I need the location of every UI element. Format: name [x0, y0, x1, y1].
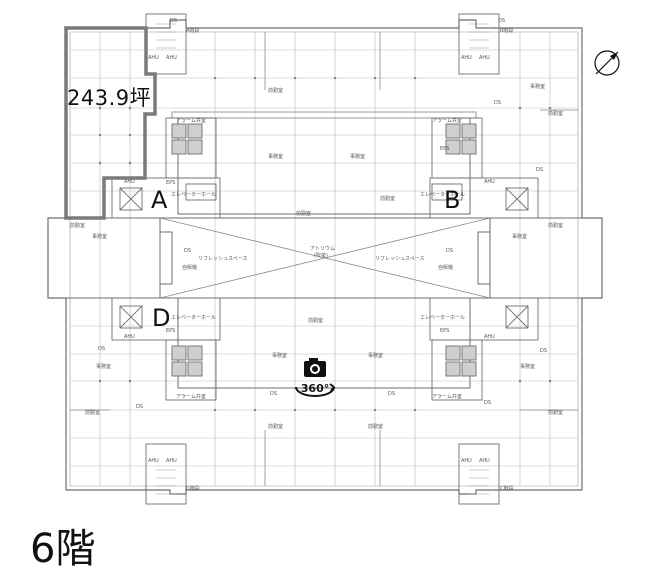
svg-text:AHU: AHU — [124, 179, 135, 185]
svg-text:前勤室: 前勤室 — [268, 87, 283, 94]
core-a — [111, 117, 221, 219]
svg-text:C階段: C階段 — [500, 485, 514, 492]
svg-text:前勤室: 前勤室 — [308, 317, 323, 324]
svg-text:前勤室: 前勤室 — [548, 222, 563, 229]
core-label-b: B — [444, 186, 461, 214]
svg-text:事務室: 事務室 — [530, 83, 545, 90]
svg-text:AHU: AHU — [166, 55, 177, 61]
svg-text:前勤室: 前勤室 — [296, 210, 311, 217]
room-annotations: 前勤室 事務室 事務室 前勤室 前勤室 アトリウム (吹抜) リフレッシュスペー… — [70, 18, 563, 492]
svg-text:自販機: 自販機 — [182, 264, 197, 271]
svg-text:アラーム弁室: アラーム弁室 — [176, 117, 206, 124]
svg-text:事務室: 事務室 — [92, 233, 107, 240]
column-markers — [98, 76, 552, 412]
svg-text:AHU: AHU — [461, 55, 472, 61]
camera-360-icon[interactable]: 360° — [290, 355, 340, 405]
floor-label: 6階 — [30, 526, 96, 572]
interior-walls — [70, 32, 578, 486]
svg-text:前勤室: 前勤室 — [85, 409, 100, 416]
svg-text:前勤室: 前勤室 — [548, 110, 563, 117]
svg-text:AHU: AHU — [479, 55, 490, 61]
svg-text:A階段: A階段 — [186, 27, 199, 34]
svg-text:アラーム弁室: アラーム弁室 — [432, 393, 462, 400]
camera-360-label: 360° — [301, 382, 329, 395]
svg-text:事務室: 事務室 — [520, 363, 535, 370]
svg-text:事務室: 事務室 — [268, 153, 283, 160]
svg-text:AHU: AHU — [166, 458, 177, 464]
leased-area-size: 243.9坪 — [67, 86, 152, 110]
north-compass-icon — [590, 46, 624, 80]
svg-text:リフレッシュスペース: リフレッシュスペース — [375, 256, 424, 262]
svg-text:エレベーターホール: エレベーターホール — [171, 191, 216, 198]
svg-text:DS: DS — [270, 391, 277, 397]
svg-text:AHU: AHU — [479, 458, 490, 464]
svg-text:B階段: B階段 — [500, 27, 513, 34]
svg-text:AHU: AHU — [124, 334, 135, 340]
atrium-void — [159, 111, 491, 389]
svg-text:AHU: AHU — [148, 55, 159, 61]
svg-text:DS: DS — [498, 18, 505, 24]
svg-text:AHU: AHU — [484, 334, 495, 340]
svg-text:事務室: 事務室 — [350, 153, 365, 160]
svg-text:事務室: 事務室 — [512, 233, 527, 240]
svg-text:前勤室: 前勤室 — [70, 222, 85, 229]
svg-text:D階段: D階段 — [186, 485, 200, 492]
svg-text:EPS: EPS — [166, 180, 175, 186]
svg-text:エレベーターホール: エレベーターホール — [420, 314, 465, 321]
svg-text:自販機: 自販機 — [438, 264, 453, 271]
svg-text:前勤室: 前勤室 — [548, 409, 563, 416]
svg-text:DS: DS — [536, 167, 543, 173]
svg-text:DS: DS — [136, 404, 143, 410]
svg-text:前勤室: 前勤室 — [368, 423, 383, 430]
svg-text:EPS: EPS — [166, 328, 175, 334]
svg-text:事務室: 事務室 — [272, 352, 287, 359]
svg-text:AHU: AHU — [461, 458, 472, 464]
svg-text:事務室: 事務室 — [96, 363, 111, 370]
svg-text:アラーム弁室: アラーム弁室 — [432, 117, 462, 124]
core-label-d: D — [152, 304, 171, 332]
svg-text:DS: DS — [388, 391, 395, 397]
core-c — [429, 297, 539, 401]
svg-text:EPS: EPS — [440, 146, 449, 152]
svg-text:アラーム弁室: アラーム弁室 — [176, 393, 206, 400]
svg-text:エレベーターホール: エレベーターホール — [171, 314, 216, 321]
leased-area-outline — [64, 26, 157, 220]
svg-text:EPS: EPS — [440, 328, 449, 334]
svg-text:前勤室: 前勤室 — [380, 195, 395, 202]
svg-text:事務室: 事務室 — [368, 352, 383, 359]
svg-text:前勤室: 前勤室 — [268, 423, 283, 430]
core-b — [429, 117, 539, 219]
svg-text:DS: DS — [98, 346, 105, 352]
building-outline — [47, 19, 603, 495]
svg-text:DS: DS — [540, 348, 547, 354]
svg-text:DS: DS — [484, 400, 491, 406]
svg-text:DS: DS — [184, 248, 191, 254]
svg-text:DS: DS — [494, 100, 501, 106]
core-label-a: A — [151, 186, 168, 214]
svg-text:(吹抜): (吹抜) — [314, 252, 328, 259]
svg-text:アトリウム: アトリウム — [310, 245, 335, 252]
core-d — [111, 297, 221, 401]
svg-text:リフレッシュスペース: リフレッシュスペース — [198, 256, 247, 262]
svg-text:エレベーターホール: エレベーターホール — [420, 191, 465, 198]
svg-text:DS: DS — [170, 18, 177, 24]
svg-text:AHU: AHU — [148, 458, 159, 464]
svg-text:AHU: AHU — [484, 179, 495, 185]
svg-text:DS: DS — [446, 248, 453, 254]
